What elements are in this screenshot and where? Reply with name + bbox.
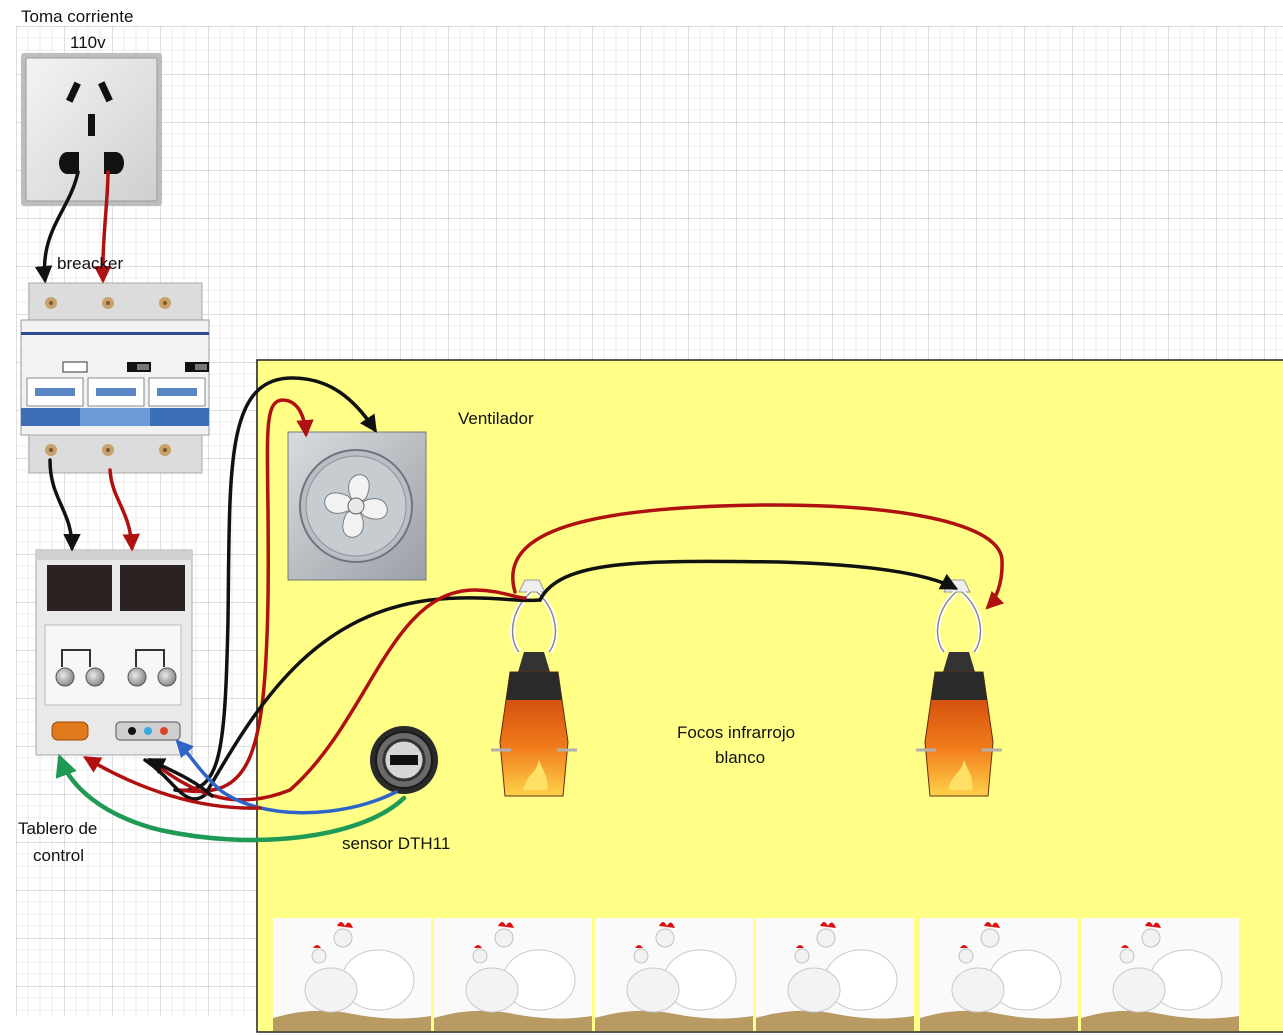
sensor-label: sensor DTH11 bbox=[342, 834, 450, 853]
lamps-label-line2: blanco bbox=[715, 748, 765, 767]
chicken-panel bbox=[273, 918, 431, 1031]
control-panel bbox=[35, 549, 193, 756]
wire-panel-fan-black bbox=[173, 376, 377, 793]
chicken-panel bbox=[920, 918, 1078, 1031]
fan-label: Ventilador bbox=[458, 409, 534, 428]
wire-outlet-breaker-black bbox=[34, 170, 80, 284]
wire-outlet-breaker-red bbox=[93, 170, 112, 284]
wires bbox=[34, 170, 1005, 843]
wire-lamp1-lamp2-black bbox=[538, 559, 959, 602]
breaker-label: breacker bbox=[57, 254, 123, 273]
wire-panel-lamp1-red bbox=[148, 588, 527, 802]
chicken-panel bbox=[1081, 918, 1239, 1031]
outlet-title-label: Toma corriente bbox=[21, 7, 133, 26]
wire-breaker-panel-black bbox=[48, 458, 81, 552]
chicken-panel bbox=[434, 918, 592, 1031]
wire-breaker-panel-red bbox=[108, 468, 140, 552]
circuit-breaker bbox=[20, 282, 210, 474]
wire-sensor-panel-green bbox=[55, 753, 407, 843]
wire-panel-return-red bbox=[82, 756, 262, 810]
lamps-label-line1: Focos infrarrojo bbox=[677, 723, 795, 742]
wire-sensor-panel-blue bbox=[175, 739, 398, 815]
chicken-panel bbox=[756, 918, 914, 1031]
wire-panel-lamp1-black bbox=[143, 596, 542, 801]
chicken-strip bbox=[273, 918, 1239, 1031]
control-panel-label-line2: control bbox=[33, 846, 84, 865]
control-panel-label-line1: Tablero de bbox=[18, 819, 97, 838]
outlet-voltage-label: 110v bbox=[70, 33, 106, 52]
chicken-panel bbox=[595, 918, 753, 1031]
wire-panel-return-black bbox=[146, 758, 214, 798]
dht11-sensor bbox=[370, 726, 438, 794]
wire-panel-fan-red bbox=[178, 398, 314, 794]
fan bbox=[287, 431, 427, 581]
heat-lamp-2 bbox=[916, 579, 1002, 797]
power-outlet bbox=[21, 53, 162, 206]
wire-lamp1-lamp2-red bbox=[511, 503, 1005, 610]
